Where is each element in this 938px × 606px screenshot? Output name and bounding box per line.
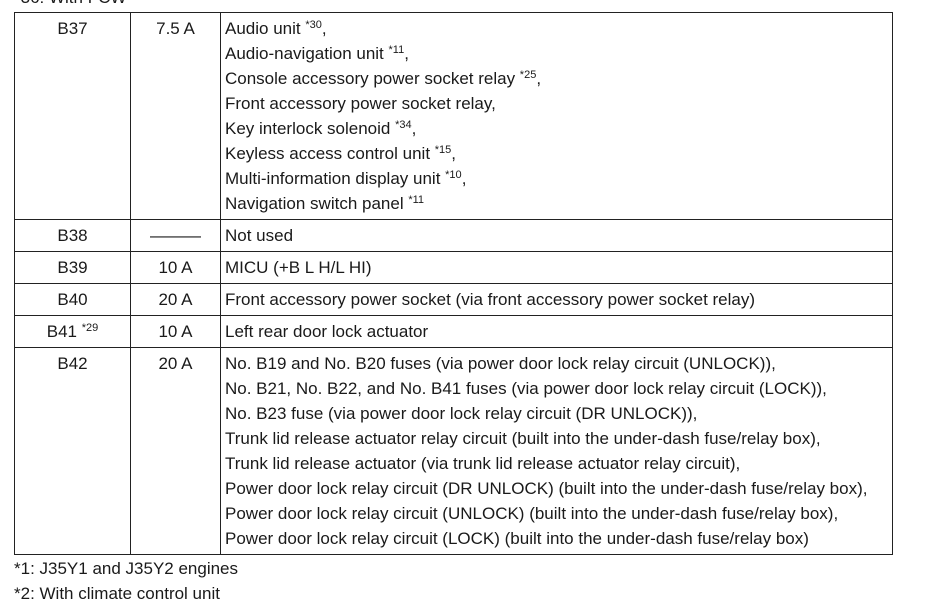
- component-line: No. B19 and No. B20 fuses (via power doo…: [225, 351, 888, 376]
- component-line: Console accessory power socket relay *25…: [225, 66, 888, 91]
- fuse-number-cell: B42: [14, 347, 131, 555]
- component-footnote-ref: *34: [395, 119, 412, 131]
- amperage-cell: ———: [130, 219, 221, 252]
- fuse-footnote-ref: *29: [81, 322, 99, 334]
- component-footnote-ref: *10: [445, 169, 462, 181]
- component-line: Multi-information display unit *10,: [225, 166, 888, 191]
- fuse-number: B37: [57, 19, 88, 38]
- component-punctuation: ,: [411, 119, 417, 138]
- component-text: Audio-navigation unit: [225, 44, 389, 63]
- table-row: B38 ——— Not used: [14, 219, 893, 252]
- component-cell: MICU (+B L H/L HI): [220, 251, 893, 284]
- component-footnote-ref: *11: [388, 44, 405, 56]
- amperage-cell: 10 A: [130, 251, 221, 284]
- component-line: Keyless access control unit *15,: [225, 141, 888, 166]
- fuse-number: B38: [57, 226, 88, 245]
- table-row: B39 10 A MICU (+B L H/L HI): [14, 251, 893, 284]
- amperage-cell: 20 A: [130, 283, 221, 316]
- component-punctuation: ,: [461, 169, 467, 188]
- fuse-number-cell: B40: [14, 283, 131, 316]
- fuse-number: B42: [57, 354, 88, 373]
- amperage-value: 10 A: [158, 258, 193, 277]
- amperage-value: 7.5 A: [156, 19, 195, 38]
- fuse-number: B40: [57, 290, 88, 309]
- component-cell: Left rear door lock actuator: [220, 315, 893, 348]
- header-footnote: *36: With FCW: [14, 0, 126, 8]
- table-row: B40 20 A Front accessory power socket (via…: [14, 283, 893, 316]
- amperage-value: 20 A: [158, 354, 193, 373]
- component-punctuation: ,: [321, 19, 327, 38]
- component-text: Left rear door lock actuator: [225, 322, 429, 341]
- component-cell: No. B19 and No. B20 fuses (via power doo…: [220, 347, 893, 555]
- table-row: B42 20 A No. B19 and No. B20 fuses (via po…: [14, 347, 893, 555]
- component-cell: Front accessory power socket (via front …: [220, 283, 893, 316]
- amperage-cell: 20 A: [130, 347, 221, 555]
- fuse-number-cell: B37: [14, 12, 131, 220]
- component-cell: Not used: [220, 219, 893, 252]
- component-text: Keyless access control unit: [225, 144, 435, 163]
- component-line: Navigation switch panel *11: [225, 191, 888, 216]
- fuse-number-cell: B38: [14, 219, 131, 252]
- component-text: Front accessory power socket (via front …: [225, 290, 756, 309]
- component-line: Trunk lid release actuator (via trunk li…: [225, 451, 888, 476]
- amperage-value: ———: [150, 226, 201, 245]
- fuse-number-cell: B41 *29: [14, 315, 131, 348]
- component-text: Power door lock relay circuit (LOCK) (bu…: [225, 529, 809, 548]
- component-line: Audio unit *30,: [225, 16, 888, 41]
- component-footnote-ref: *25: [519, 69, 537, 81]
- component-line: Front accessory power socket (via front …: [225, 287, 888, 312]
- component-line: Not used: [225, 223, 888, 248]
- component-text: MICU (+B L H/L HI): [225, 258, 372, 277]
- component-line: No. B23 fuse (via power door lock relay …: [225, 401, 888, 426]
- component-footnote-ref: *30: [305, 19, 322, 31]
- component-line: Left rear door lock actuator: [225, 319, 888, 344]
- fuse-number: B39: [57, 258, 88, 277]
- component-text: No. B21, No. B22, and No. B41 fuses (via…: [225, 379, 827, 398]
- component-line: Power door lock relay circuit (LOCK) (bu…: [225, 526, 888, 551]
- footnote-item: *2: With climate control unit: [14, 584, 220, 603]
- footnotes: *1: J35Y1 and J35Y2 engines *2: With clim…: [14, 556, 238, 606]
- component-cell: Audio unit *30,Audio-navigation unit *11…: [220, 12, 893, 220]
- component-line: Power door lock relay circuit (DR UNLOCK…: [225, 476, 888, 501]
- component-line: Key interlock solenoid *34,: [225, 116, 888, 141]
- component-text: No. B19 and No. B20 fuses (via power doo…: [225, 354, 776, 373]
- component-text: Key interlock solenoid: [225, 119, 396, 138]
- component-punctuation: ,: [451, 144, 457, 163]
- component-text: No. B23 fuse (via power door lock relay …: [225, 404, 698, 423]
- table-row: B41 *29 10 A Left rear door lock actuator: [14, 315, 893, 348]
- footnote-item: *1: J35Y1 and J35Y2 engines: [14, 559, 239, 578]
- component-line: Trunk lid release actuator relay circuit…: [225, 426, 888, 451]
- component-punctuation: ,: [536, 69, 542, 88]
- fuse-number: B41: [46, 322, 82, 341]
- component-text: Multi-information display unit: [225, 169, 446, 188]
- amperage-value: 10 A: [158, 322, 193, 341]
- component-line: No. B21, No. B22, and No. B41 fuses (via…: [225, 376, 888, 401]
- component-text: Console accessory power socket relay: [225, 69, 520, 88]
- component-line: Front accessory power socket relay,: [225, 91, 888, 116]
- component-line: MICU (+B L H/L HI): [225, 255, 888, 280]
- fuse-number-cell: B39: [14, 251, 131, 284]
- component-text: Front accessory power socket relay,: [225, 94, 496, 113]
- component-text: Audio unit: [225, 19, 306, 38]
- component-text: Trunk lid release actuator relay circuit…: [225, 429, 821, 448]
- component-text: Not used: [225, 226, 294, 245]
- amperage-value: 20 A: [158, 290, 193, 309]
- component-text: Trunk lid release actuator (via trunk li…: [225, 454, 741, 473]
- component-text: Power door lock relay circuit (DR UNLOCK…: [225, 479, 868, 498]
- component-line: Audio-navigation unit *11,: [225, 41, 888, 66]
- component-footnote-ref: *11: [408, 194, 425, 206]
- component-text: Navigation switch panel: [225, 194, 409, 213]
- component-footnote-ref: *15: [434, 144, 452, 156]
- component-line: Power door lock relay circuit (UNLOCK) (…: [225, 501, 888, 526]
- component-punctuation: ,: [404, 44, 409, 63]
- component-text: Power door lock relay circuit (UNLOCK) (…: [225, 504, 839, 523]
- amperage-cell: 10 A: [130, 315, 221, 348]
- amperage-cell: 7.5 A: [130, 12, 221, 220]
